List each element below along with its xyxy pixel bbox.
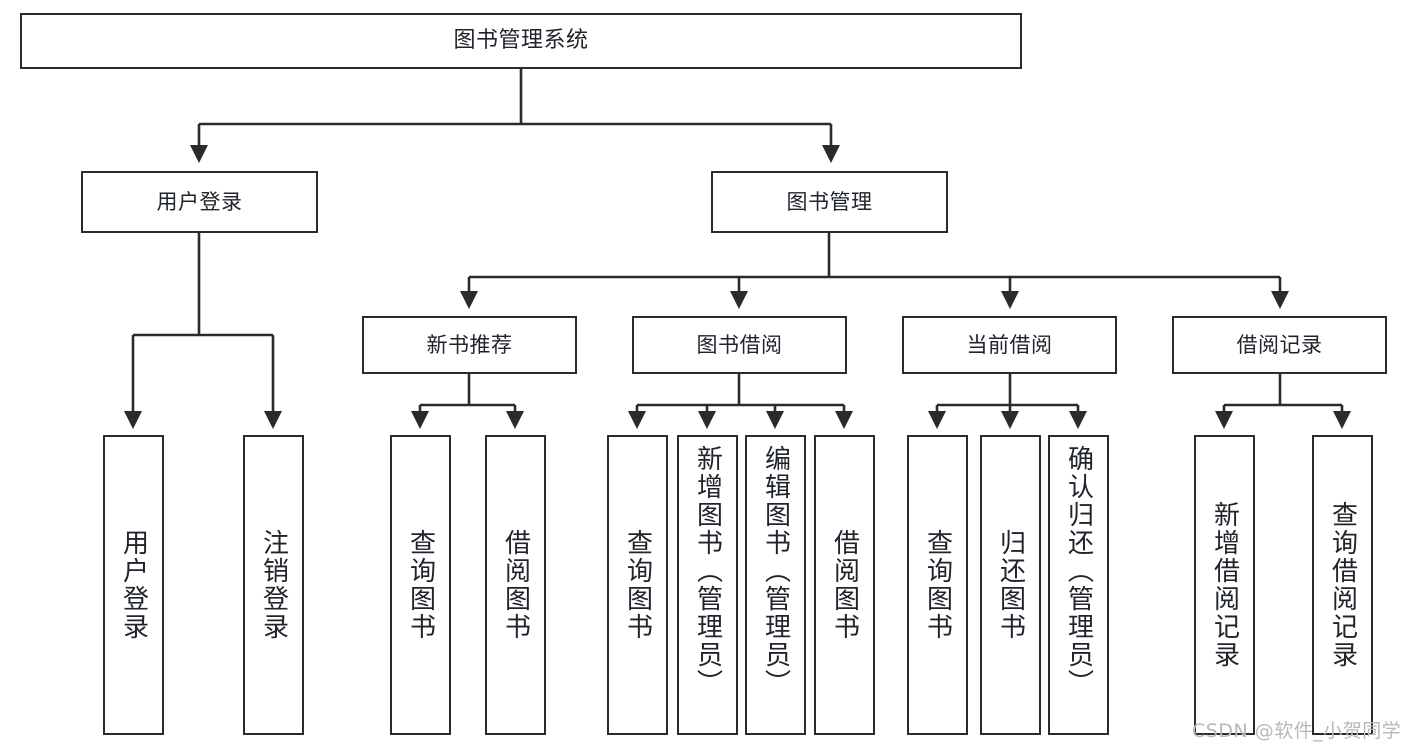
leaf-query-record[interactable]: 查询借阅记录 xyxy=(1312,435,1373,735)
leaf-borrow-book-2[interactable]: 借阅图书 xyxy=(814,435,875,735)
node-label: 借阅记录 xyxy=(1236,332,1323,357)
node-label: 用户登录 xyxy=(118,529,149,641)
csdn-watermark: CSDN @软件_小贺同学 xyxy=(1192,720,1402,742)
node-label: 借阅图书 xyxy=(500,529,531,641)
node-label: 用户登录 xyxy=(156,189,243,214)
leaf-user-login[interactable]: 用户登录 xyxy=(103,435,164,735)
leaf-user-logout[interactable]: 注销登录 xyxy=(243,435,304,735)
leaf-return-book[interactable]: 归还图书 xyxy=(980,435,1041,735)
node-label: 借阅图书 xyxy=(829,529,860,641)
leaf-edit-book[interactable]: 编辑图书（管理员） xyxy=(745,435,806,735)
leaf-add-record[interactable]: 新增借阅记录 xyxy=(1194,435,1255,735)
leaf-query-book-1[interactable]: 查询图书 xyxy=(390,435,451,735)
node-label: 图书管理系统 xyxy=(453,28,589,54)
leaf-confirm-return[interactable]: 确认归还（管理员） xyxy=(1048,435,1109,735)
node-label: 查询图书 xyxy=(622,529,653,641)
leaf-borrow-book-1[interactable]: 借阅图书 xyxy=(485,435,546,735)
node-root-system[interactable]: 图书管理系统 xyxy=(20,13,1022,69)
node-book-borrow[interactable]: 图书借阅 xyxy=(632,316,847,374)
node-label: 新增借阅记录 xyxy=(1209,501,1240,669)
node-label: 查询图书 xyxy=(405,529,436,641)
node-label: 图书借阅 xyxy=(696,332,783,357)
leaf-query-book-3[interactable]: 查询图书 xyxy=(907,435,968,735)
node-label: 查询图书 xyxy=(922,529,953,641)
node-label: 归还图书 xyxy=(995,529,1026,641)
node-user-login[interactable]: 用户登录 xyxy=(81,171,318,233)
node-label: 当前借阅 xyxy=(966,332,1053,357)
node-label: 确认归还（管理员） xyxy=(1063,445,1094,697)
node-label: 新书推荐 xyxy=(426,332,513,357)
node-label: 查询借阅记录 xyxy=(1327,501,1358,669)
node-new-book-recommend[interactable]: 新书推荐 xyxy=(362,316,577,374)
leaf-add-book[interactable]: 新增图书（管理员） xyxy=(677,435,738,735)
node-borrow-record[interactable]: 借阅记录 xyxy=(1172,316,1387,374)
node-book-manage[interactable]: 图书管理 xyxy=(711,171,948,233)
node-label: 图书管理 xyxy=(786,189,873,214)
node-label: 编辑图书（管理员） xyxy=(760,445,791,697)
node-label: 注销登录 xyxy=(258,529,289,641)
node-label: 新增图书（管理员） xyxy=(692,445,723,697)
node-current-borrow[interactable]: 当前借阅 xyxy=(902,316,1117,374)
leaf-query-book-2[interactable]: 查询图书 xyxy=(607,435,668,735)
